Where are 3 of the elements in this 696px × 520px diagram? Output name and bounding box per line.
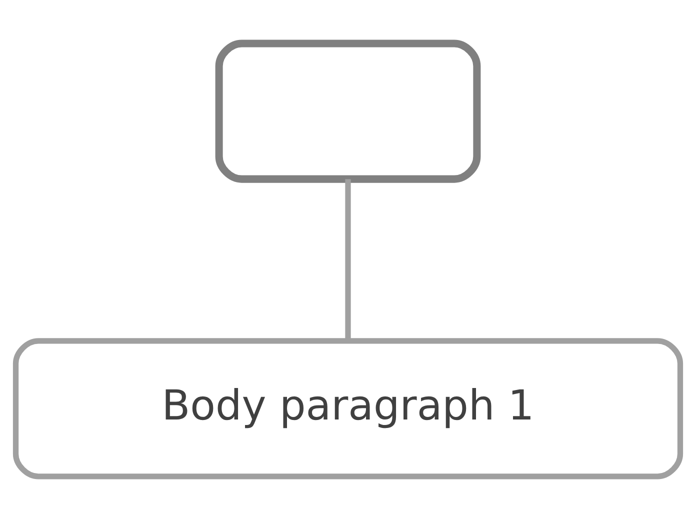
connector — [345, 179, 351, 341]
node-box — [215, 40, 481, 183]
node-box: Body paragraph 1 — [12, 338, 684, 480]
